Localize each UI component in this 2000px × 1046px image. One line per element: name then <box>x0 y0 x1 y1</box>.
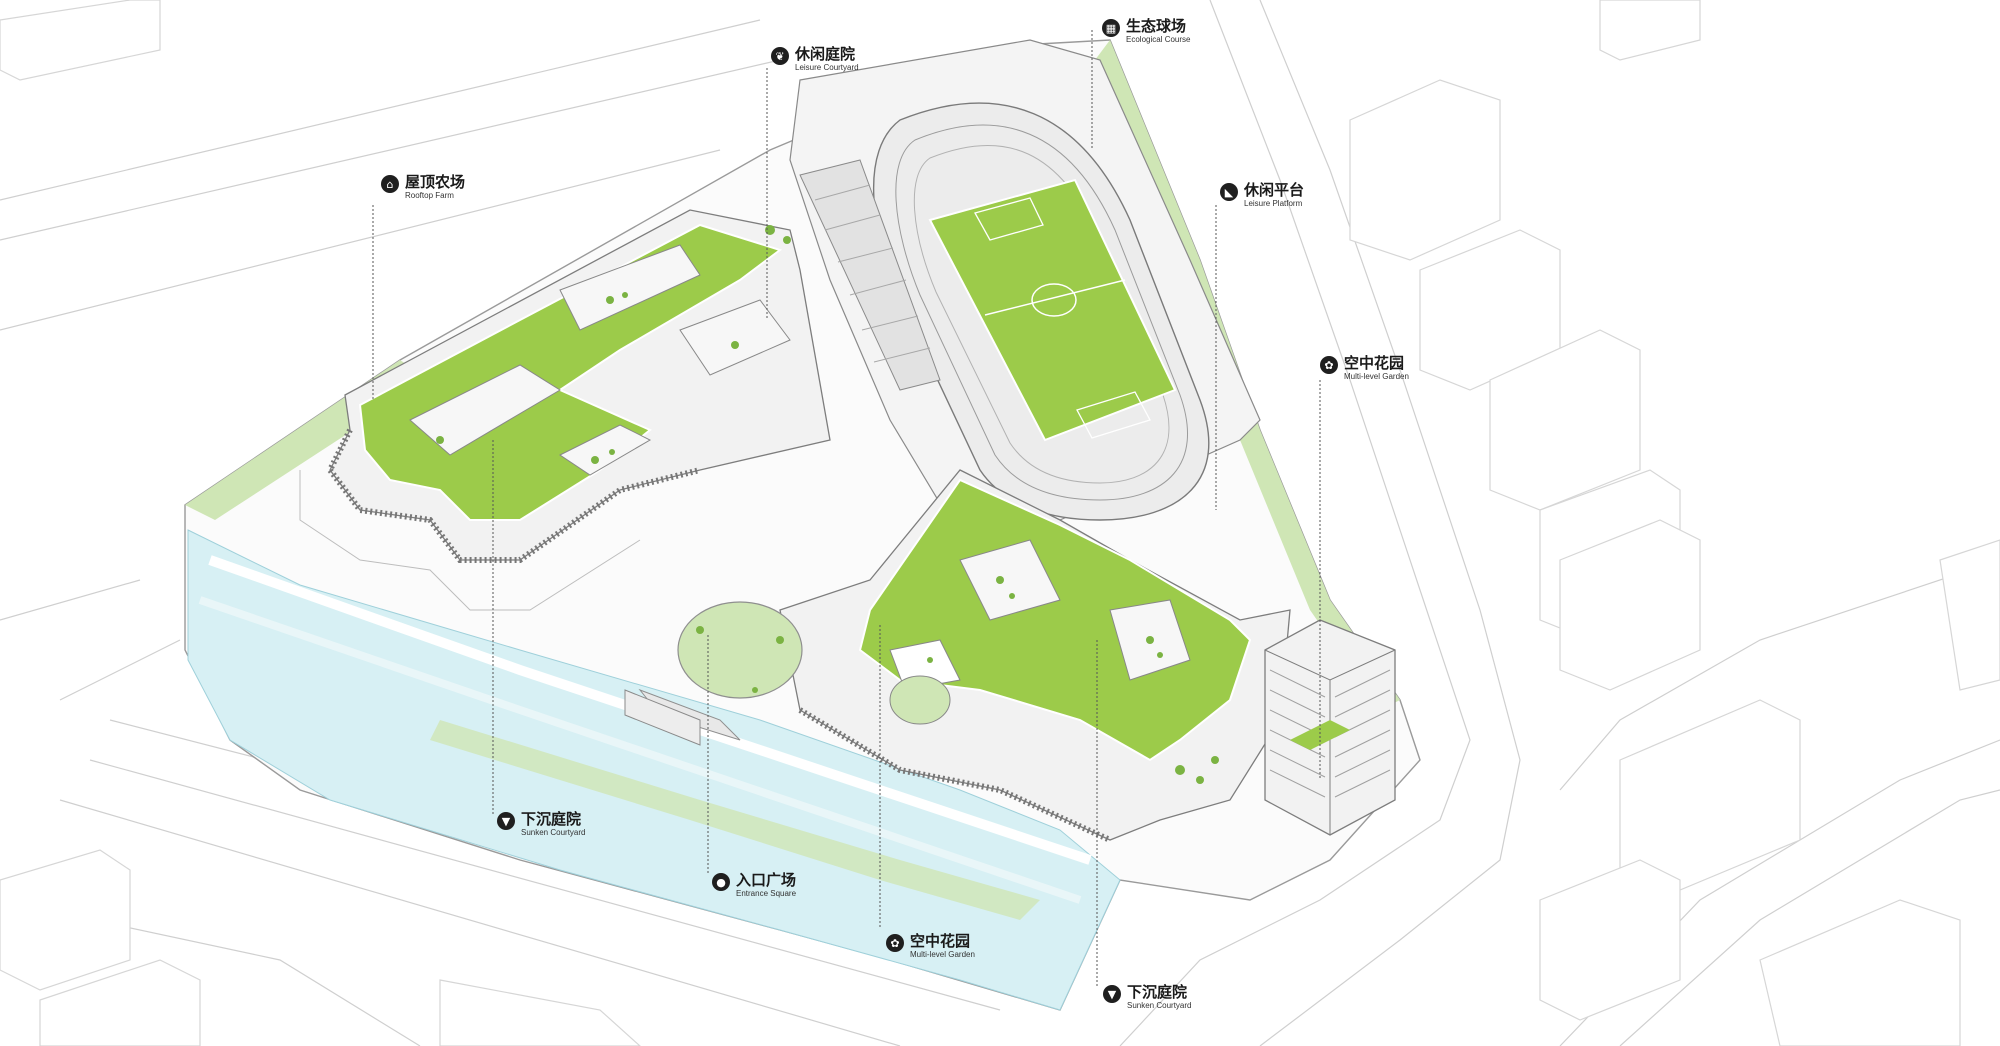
farm-icon: ⌂ <box>381 175 399 193</box>
callout-multi-level-garden-center: ✿ 空中花园 Multi-level Garden <box>886 933 975 960</box>
callout-subtitle: Multi-level Garden <box>1344 372 1409 381</box>
person-icon: ● <box>712 873 730 891</box>
callout-subtitle: Multi-level Garden <box>910 950 975 959</box>
callout-subtitle: Sunken Courtyard <box>1127 1001 1192 1010</box>
callout-rooftop-farm: ⌂ 屋顶农场 Rooftop Farm <box>381 174 465 201</box>
leaf-icon: ❦ <box>771 47 789 65</box>
east-wing <box>779 469 1291 843</box>
callout-title: 空中花园 <box>1344 354 1405 372</box>
callout-entrance-square: ● 入口广场 Entrance Square <box>712 872 796 899</box>
callout-subtitle: Leisure Platform <box>1244 199 1303 208</box>
callout-subtitle: Sunken Courtyard <box>521 828 586 837</box>
entrance-plaza <box>624 601 1219 784</box>
callout-leader-lines <box>372 30 1321 988</box>
sunken-icon: ▼ <box>1103 985 1121 1003</box>
field-icon: ▦ <box>1102 19 1120 37</box>
callout-multi-level-garden-right: ✿ 空中花园 Multi-level Garden <box>1320 355 1409 382</box>
callout-subtitle: Ecological Course <box>1126 35 1191 44</box>
callout-sunken-courtyard-right: ▼ 下沉庭院 Sunken Courtyard <box>1103 984 1191 1011</box>
callout-title: 生态球场 <box>1126 17 1187 35</box>
callout-subtitle: Entrance Square <box>736 889 797 898</box>
flower-icon: ✿ <box>886 934 904 952</box>
west-wing <box>299 209 831 611</box>
callout-title: 入口广场 <box>736 871 797 889</box>
callout-title: 休闲庭院 <box>795 45 856 63</box>
sports-field <box>789 39 1261 546</box>
platform-icon: ◣ <box>1220 183 1238 201</box>
flower-icon: ✿ <box>1320 356 1338 374</box>
tower-building <box>1264 619 1396 836</box>
callout-title: 空中花园 <box>910 932 971 950</box>
callout-title: 下沉庭院 <box>1127 983 1188 1001</box>
callout-subtitle: Rooftop Farm <box>405 191 454 200</box>
callout-leisure-platform: ◣ 休闲平台 Leisure Platform <box>1220 182 1304 209</box>
callout-title: 下沉庭院 <box>521 810 582 828</box>
sunken-icon: ▼ <box>497 812 515 830</box>
callout-ecological-course: ▦ 生态球场 Ecological Course <box>1102 18 1190 45</box>
callout-sunken-courtyard-left: ▼ 下沉庭院 Sunken Courtyard <box>497 811 585 838</box>
callout-title: 屋顶农场 <box>405 173 466 191</box>
callout-title: 休闲平台 <box>1244 181 1305 199</box>
callout-leisure-courtyard-top: ❦ 休闲庭院 Leisure Courtyard <box>771 46 859 73</box>
callout-subtitle: Leisure Courtyard <box>795 63 859 72</box>
